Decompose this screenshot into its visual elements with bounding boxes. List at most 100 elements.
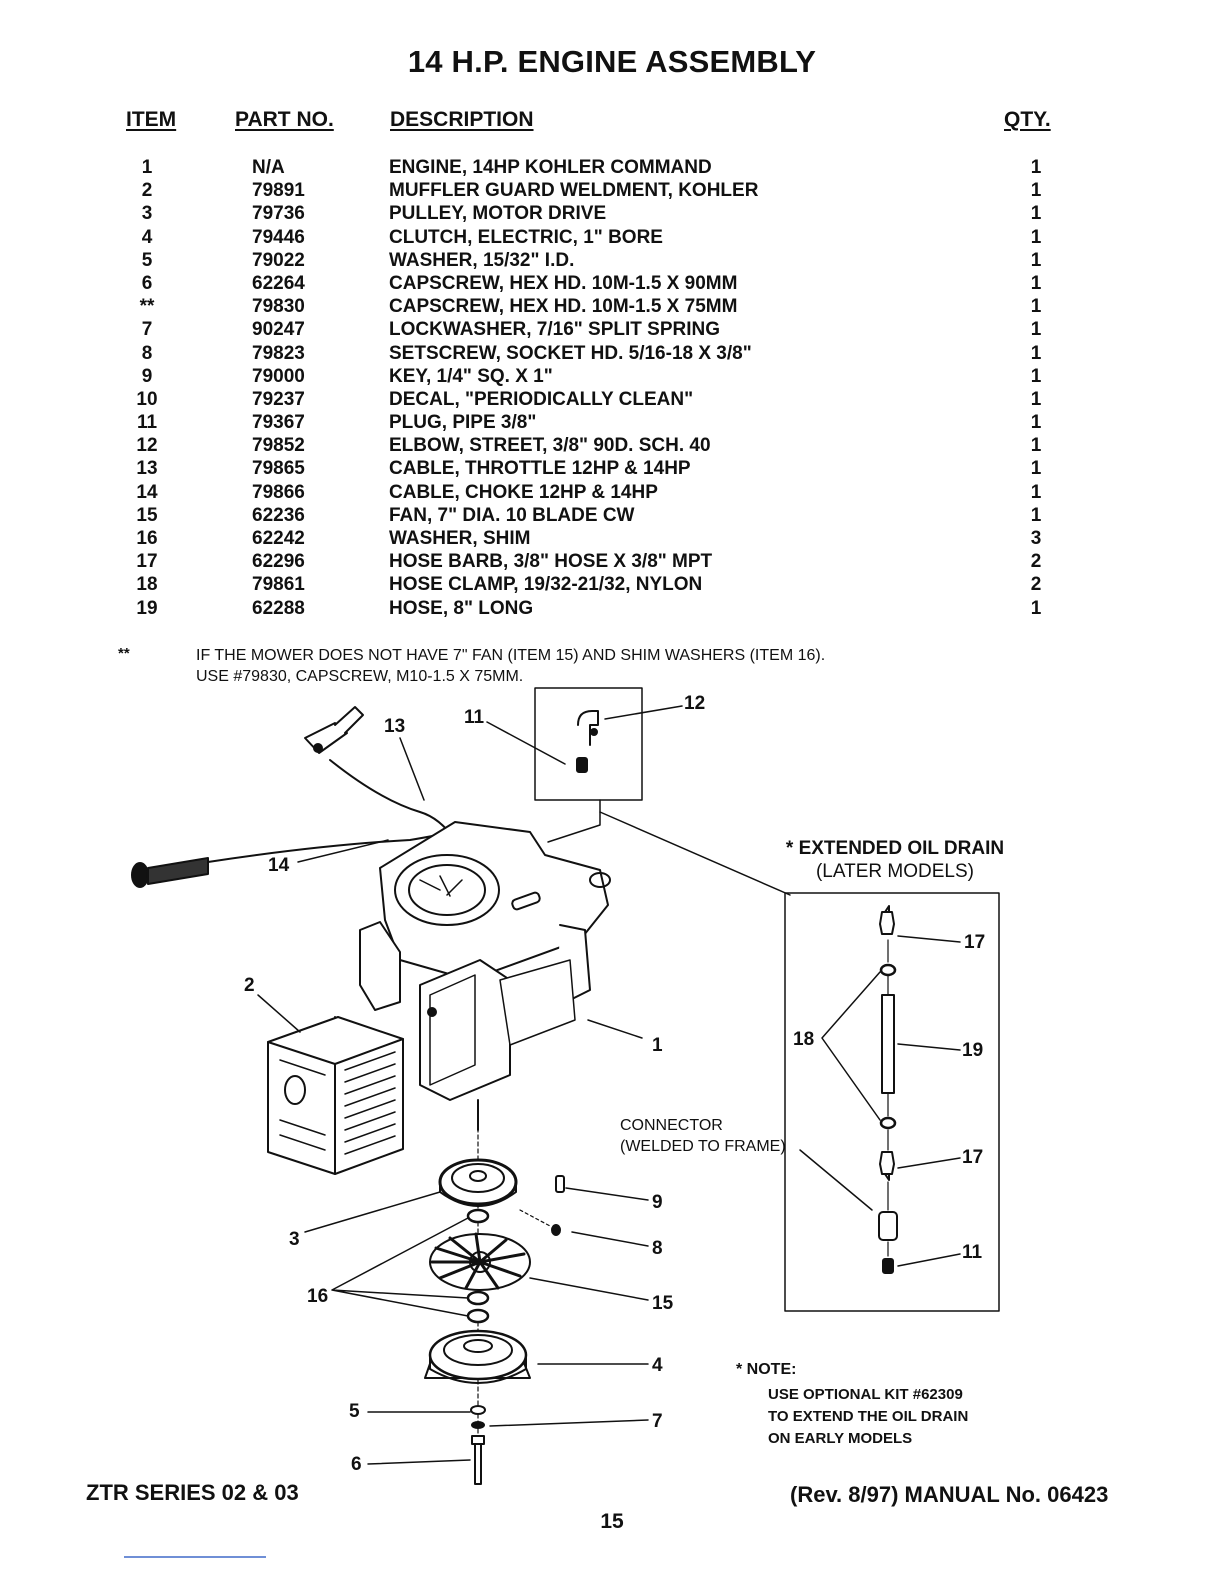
callout-2: 2: [244, 975, 255, 996]
engine-icon: [359, 821, 611, 1131]
part-quantity: 1: [1030, 319, 1042, 341]
item-number: 12: [136, 435, 158, 457]
part-description: KEY, 1/4" SQ. X 1": [389, 365, 553, 387]
part-quantity: 1: [1030, 249, 1042, 271]
part-quantity: 1: [1030, 226, 1042, 248]
callout-7: 7: [652, 1411, 663, 1432]
callout-13: 13: [384, 716, 406, 737]
page-number: 15: [600, 1510, 624, 1533]
col-header-part-no: PART NO.: [235, 108, 334, 131]
oil-drain-title: * EXTENDED OIL DRAIN: [785, 838, 1005, 859]
part-description: PULLEY, MOTOR DRIVE: [389, 203, 607, 225]
part-description: ELBOW, STREET, 3/8" 90D. SCH. 40: [389, 435, 711, 457]
part-quantity: 1: [1030, 412, 1042, 434]
part-number: 62242: [252, 528, 305, 549]
page-title: 14 H.P. ENGINE ASSEMBLY: [407, 44, 817, 79]
pulley-icon: [438, 1158, 518, 1207]
part-number: 62264: [252, 272, 305, 294]
part-quantity: 1: [1030, 435, 1042, 457]
note-line-2: TO EXTEND THE OIL DRAIN: [768, 1408, 969, 1425]
part-description: HOSE CLAMP, 19/32-21/32, NYLON: [389, 574, 703, 596]
part-number: 62296: [252, 551, 305, 573]
muffler-guard-icon: [267, 1016, 404, 1175]
washer-icon: [470, 1405, 486, 1415]
parts-row: 12 79852 ELBOW, STREET, 3/8" 90D. SCH. 40 1: [0, 435, 1224, 458]
part-number: 90247: [252, 319, 305, 341]
part-description: LOCKWASHER, 7/16" SPLIT SPRING: [389, 319, 721, 341]
lockwasher-icon: [471, 1421, 485, 1429]
connector-icon: [878, 1211, 898, 1241]
part-number: 79865: [252, 458, 305, 480]
item-number: 13: [136, 458, 158, 480]
part-description: FAN, 7" DIA. 10 BLADE CW: [389, 504, 635, 526]
inset-elbow-plug: [534, 687, 643, 801]
throttle-cable-icon: [304, 706, 456, 841]
part-description: CABLE, THROTTLE 12HP & 14HP: [389, 458, 691, 480]
setscrew-icon: [551, 1224, 561, 1236]
part-quantity: 3: [1030, 528, 1042, 549]
part-number: 79852: [252, 435, 305, 457]
footnote-line-1: IF THE MOWER DOES NOT HAVE 7" FAN (ITEM …: [196, 647, 826, 664]
item-number: 7: [141, 319, 153, 341]
hose-barb-icon: [879, 911, 895, 935]
part-quantity: 1: [1030, 504, 1042, 526]
callout-15: 15: [652, 1293, 674, 1314]
part-quantity: 1: [1030, 365, 1042, 387]
item-number: 10: [136, 388, 158, 410]
part-number: 79866: [252, 481, 305, 503]
callout-16: 16: [307, 1286, 329, 1307]
part-quantity: 1: [1030, 597, 1042, 619]
key-icon: [555, 1175, 565, 1193]
part-number: 79823: [252, 342, 305, 364]
fan-icon: [429, 1232, 531, 1291]
exploded-view-diagram: [131, 687, 1000, 1485]
parts-row: 7 90247 LOCKWASHER, 7/16" SPLIT SPRING 1: [0, 319, 1224, 342]
hose-icon: [881, 994, 895, 1094]
connector-label-line-1: CONNECTOR: [620, 1117, 723, 1134]
part-number: N/A: [252, 157, 285, 178]
callout-5: 5: [349, 1401, 360, 1422]
part-number: 79367: [252, 412, 305, 434]
item-number: 9: [141, 365, 153, 387]
part-description: WASHER, SHIM: [389, 528, 531, 549]
callout-11: 11: [464, 707, 485, 728]
part-number: 62288: [252, 597, 305, 619]
part-number: 79891: [252, 180, 305, 202]
col-header-qty: QTY.: [1004, 108, 1051, 131]
part-quantity: 1: [1030, 481, 1042, 503]
callout-12: 12: [684, 693, 706, 714]
callout-8: 8: [652, 1238, 663, 1259]
electric-clutch-icon: [424, 1329, 531, 1384]
callout-4: 4: [652, 1355, 663, 1376]
part-description: PLUG, PIPE 3/8": [389, 412, 537, 434]
col-header-item: ITEM: [126, 108, 177, 131]
part-description: MUFFLER GUARD WELDMENT, KOHLER: [389, 180, 759, 202]
callout-17-top: 17: [964, 932, 986, 953]
callout-1: 1: [652, 1035, 663, 1056]
callout-9: 9: [652, 1192, 663, 1213]
part-number: 79446: [252, 226, 305, 248]
part-description: HOSE BARB, 3/8" HOSE X 3/8" MPT: [389, 551, 713, 573]
item-number: 4: [141, 226, 153, 248]
callout-17-bottom: 17: [962, 1147, 984, 1168]
part-description: SETSCREW, SOCKET HD. 5/16-18 X 3/8": [389, 342, 752, 364]
blue-underline-mark: [124, 1556, 266, 1558]
plug-icon: [576, 757, 588, 773]
footnote-marker: **: [118, 645, 130, 662]
parts-row: 8 79823 SETSCREW, SOCKET HD. 5/16-18 X 3/8…: [0, 343, 1224, 366]
callout-11-oil-drain: 11: [962, 1242, 983, 1263]
part-description: CAPSCREW, HEX HD. 10M-1.5 X 90MM: [389, 272, 738, 294]
connector-label-line-2: (WELDED TO FRAME): [620, 1138, 786, 1155]
item-number: 8: [141, 342, 153, 364]
